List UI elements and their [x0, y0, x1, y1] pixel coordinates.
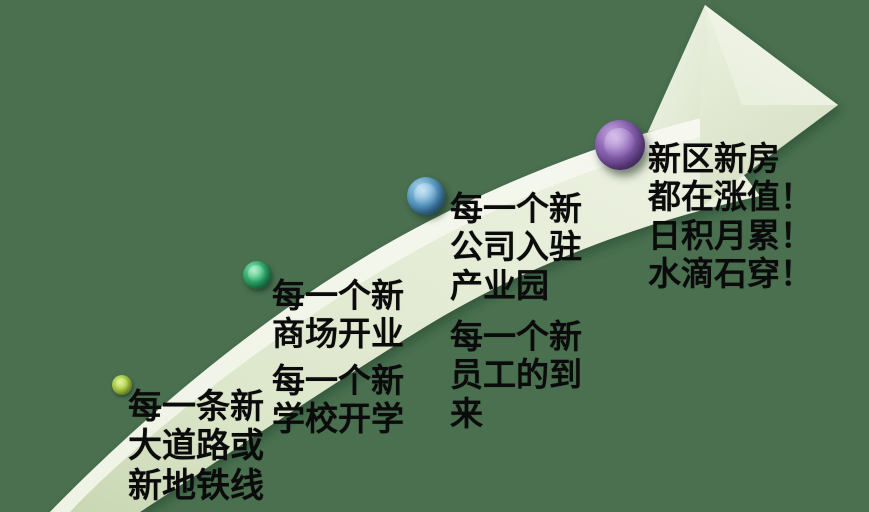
milestone-label-road: 每一条新 大道路或 新地铁线: [128, 387, 264, 506]
milestone-label-school: 每一个新 学校开学: [272, 361, 404, 439]
purple-sphere: [595, 120, 645, 170]
yellow-green-sphere: [112, 375, 132, 395]
green-sphere: [243, 261, 271, 289]
milestone-label-employee: 每一个新 员工的到 来: [450, 317, 582, 433]
milestone-label-mall: 每一个新 商场开业: [272, 276, 404, 354]
blue-sphere: [407, 177, 445, 215]
milestone-label-company: 每一个新 公司入驻 产业园: [450, 189, 582, 305]
milestone-label-new-district: 新区新房 都在涨值！ 日积月累！ 水滴石穿！: [648, 139, 813, 293]
